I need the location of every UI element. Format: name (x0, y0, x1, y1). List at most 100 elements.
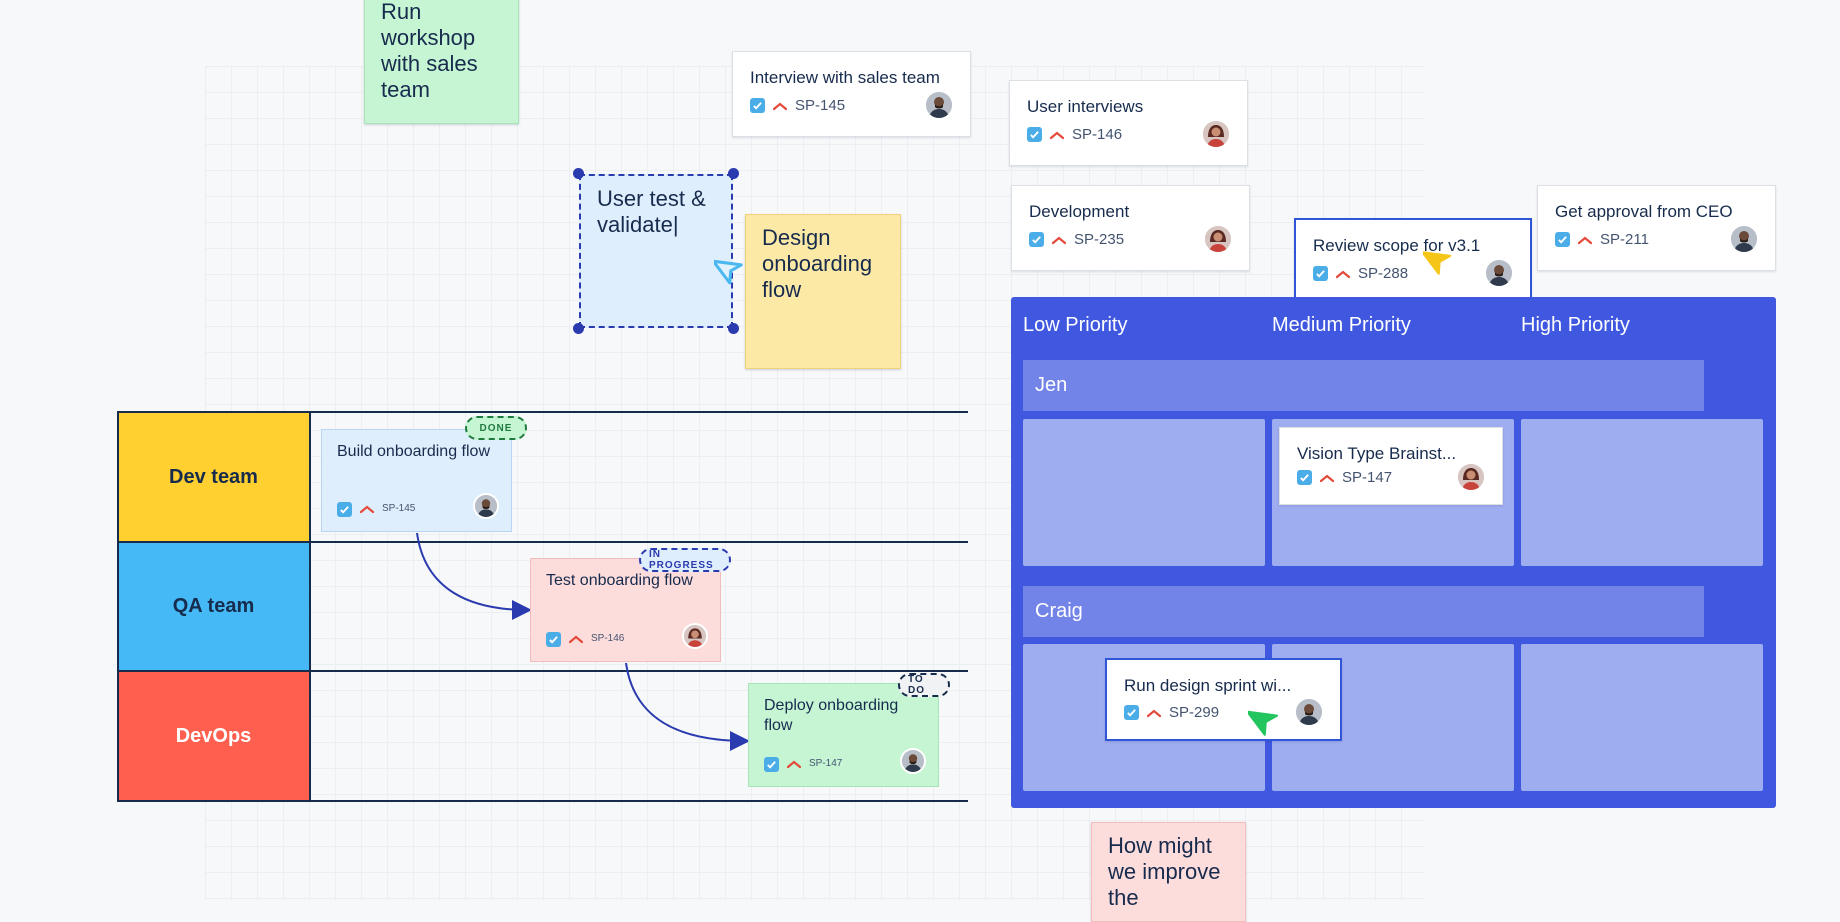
row-header-craig: Craig (1023, 586, 1704, 637)
card-title: Get approval from CEO (1555, 202, 1733, 221)
cursor-arrow-icon (714, 259, 743, 285)
cursor-arrow-icon (1423, 251, 1452, 275)
card-title: Development (1029, 202, 1130, 221)
card-title: Review scope for v3.1 (1313, 236, 1481, 255)
column-header-low: Low Priority (1023, 314, 1128, 336)
sticky-text: Design onboarding flow (762, 225, 873, 302)
priority-major-icon (1050, 130, 1064, 140)
lane-label-devops: DevOps (118, 672, 309, 800)
cursor-arrow-icon (1248, 710, 1279, 736)
issue-key: SP-299 (1169, 704, 1220, 721)
priority-major-icon (773, 101, 787, 111)
issue-key: SP-147 (1342, 469, 1393, 486)
jira-card-interview-sales[interactable]: Interview with sales team SP-145 (732, 51, 971, 137)
flow-card-test[interactable]: Test onboarding flow SP-146 (530, 558, 721, 662)
lane-divider (309, 411, 311, 802)
lane-label-qa: QA team (118, 543, 309, 670)
selection-handle-tl[interactable] (573, 168, 584, 179)
priority-major-icon (1336, 269, 1350, 279)
lane-label-text: QA team (172, 595, 255, 617)
checkbox-icon (1297, 470, 1312, 485)
column-header-medium: Medium Priority (1272, 314, 1411, 336)
card-title: Vision Type Brainst... (1297, 444, 1457, 463)
priority-major-icon (1320, 473, 1334, 483)
sticky-how-might-we[interactable]: How might we improve the (1091, 822, 1246, 922)
issue-key: SP-145 (795, 97, 846, 114)
lane-label-dev: Dev team (118, 413, 309, 541)
lane-label-text: Dev team (169, 465, 258, 488)
issue-key: SP-146 (1072, 126, 1123, 143)
lane-divider (117, 411, 968, 413)
cell-craig-high[interactable] (1521, 644, 1763, 791)
avatar-woman (1456, 462, 1486, 492)
avatar-man (1729, 224, 1759, 254)
avatar-man (473, 493, 499, 519)
checkbox-icon (750, 98, 765, 113)
checkbox-icon (546, 631, 561, 647)
sticky-workshop[interactable]: Run workshop with sales team (364, 0, 519, 124)
checkbox-icon (1124, 705, 1139, 720)
priority-major-icon (569, 634, 583, 644)
priority-major-icon (360, 504, 374, 514)
lane-divider (117, 800, 968, 802)
selection-handle-bl[interactable] (573, 323, 584, 334)
selection-handle-tr[interactable] (728, 168, 739, 179)
avatar-man (924, 90, 954, 120)
board-card-vision[interactable]: Vision Type Brainst... SP-147 (1279, 427, 1503, 505)
priority-major-icon (787, 759, 801, 769)
checkbox-icon (764, 756, 779, 772)
lane-divider (117, 670, 968, 672)
connector-arrow (416, 532, 532, 620)
avatar-man (900, 748, 926, 774)
jira-card-development[interactable]: Development SP-235 (1011, 185, 1250, 271)
status-badge-todo: TO DO (898, 673, 950, 697)
board-card-design-sprint-selected[interactable]: Run design sprint wi... SP-299 (1105, 658, 1342, 741)
card-title: Deploy onboarding flow (764, 697, 899, 734)
cell-jen-high[interactable] (1521, 419, 1763, 566)
flow-card-deploy[interactable]: Deploy onboarding flow SP-147 (748, 683, 939, 787)
card-title: User interviews (1027, 97, 1144, 116)
status-badge-done: DONE (465, 416, 527, 440)
issue-key: SP-147 (809, 758, 843, 769)
card-title: Test onboarding flow (546, 572, 693, 589)
sticky-text-editing[interactable]: User test & validate| (597, 186, 706, 237)
flow-connectors (416, 532, 750, 751)
jira-card-review-scope-selected[interactable]: Review scope for v3.1 SP-288 (1294, 218, 1532, 304)
checkbox-icon (1027, 127, 1042, 142)
sticky-text: How might we improve the (1108, 833, 1221, 910)
cell-jen-low[interactable] (1023, 419, 1265, 566)
lane-label-text: DevOps (175, 724, 252, 747)
flow-card-build[interactable]: Build onboarding flow SP-145 (321, 429, 512, 532)
status-badge-in-progress: IN PROGRESS (639, 548, 731, 572)
connector-arrow (625, 662, 750, 751)
checkbox-icon (337, 501, 352, 517)
lane-divider (117, 541, 968, 543)
lane-divider (117, 411, 119, 802)
priority-major-icon (1052, 235, 1066, 245)
issue-key: SP-235 (1074, 231, 1125, 248)
avatar-man (1294, 697, 1324, 727)
issue-key: SP-145 (382, 503, 416, 514)
priority-major-icon (1147, 708, 1161, 718)
issue-key: SP-146 (591, 633, 625, 644)
jira-card-ceo-approval[interactable]: Get approval from CEO SP-211 (1537, 185, 1776, 271)
checkbox-icon (1313, 266, 1328, 281)
avatar-woman (682, 623, 708, 649)
card-title: Interview with sales team (750, 68, 940, 87)
column-header-high: High Priority (1521, 314, 1630, 336)
row-header-jen: Jen (1023, 360, 1704, 411)
issue-key: SP-288 (1358, 265, 1409, 282)
avatar-man (1484, 258, 1514, 288)
priority-major-icon (1578, 235, 1592, 245)
checkbox-icon (1029, 232, 1044, 247)
card-title: Build onboarding flow (337, 443, 490, 460)
sticky-user-test-selected[interactable]: User test & validate| (579, 174, 733, 328)
selection-handle-br[interactable] (728, 323, 739, 334)
sticky-design-onboarding[interactable]: Design onboarding flow (745, 214, 901, 369)
avatar-woman (1201, 119, 1231, 149)
issue-key: SP-211 (1600, 231, 1649, 248)
jira-card-user-interviews[interactable]: User interviews SP-146 (1009, 80, 1248, 166)
priority-board[interactable]: Low Priority Medium Priority High Priori… (1011, 297, 1776, 808)
checkbox-icon (1555, 232, 1570, 247)
sticky-text: Run workshop with sales team (381, 0, 478, 102)
